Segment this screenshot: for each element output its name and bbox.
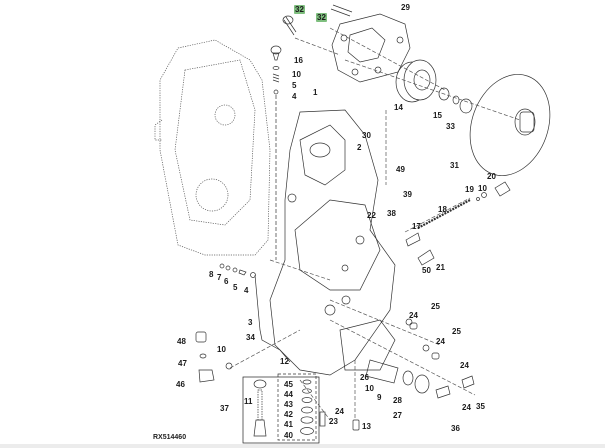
callout-25[interactable]: 25 xyxy=(452,327,461,336)
callout-50[interactable]: 50 xyxy=(422,266,431,275)
plug-stack-part xyxy=(270,45,282,260)
callout-24[interactable]: 24 xyxy=(462,403,471,412)
callout-10[interactable]: 10 xyxy=(292,70,301,79)
callout-34[interactable]: 34 xyxy=(246,333,255,342)
callout-35[interactable]: 35 xyxy=(476,402,485,411)
callout-15[interactable]: 15 xyxy=(433,111,442,120)
bolt-part xyxy=(283,16,297,36)
callout-20[interactable]: 20 xyxy=(487,172,496,181)
callout-43[interactable]: 43 xyxy=(284,400,293,409)
callout-33[interactable]: 33 xyxy=(446,122,455,131)
callout-25[interactable]: 25 xyxy=(431,302,440,311)
callout-4[interactable]: 4 xyxy=(292,92,297,101)
rear-housing-part xyxy=(154,39,271,256)
callout-8[interactable]: 8 xyxy=(209,270,214,279)
callout-7[interactable]: 7 xyxy=(217,273,222,282)
callout-49[interactable]: 49 xyxy=(396,165,405,174)
callout-14[interactable]: 14 xyxy=(394,103,403,112)
cap-part xyxy=(195,331,207,343)
callout-1[interactable]: 1 xyxy=(313,88,318,97)
washer-part xyxy=(438,87,450,101)
callout-28[interactable]: 28 xyxy=(393,396,402,405)
callout-13[interactable]: 13 xyxy=(362,422,371,431)
spring-part xyxy=(417,199,471,229)
callout-24[interactable]: 24 xyxy=(460,361,469,370)
callout-44[interactable]: 44 xyxy=(284,390,293,399)
callout-21[interactable]: 21 xyxy=(436,263,445,272)
callout-32[interactable]: 32 xyxy=(316,13,327,22)
callout-37[interactable]: 37 xyxy=(220,404,229,413)
callout-5[interactable]: 5 xyxy=(233,283,238,292)
callout-31[interactable]: 31 xyxy=(450,161,459,170)
hub-part xyxy=(395,59,437,103)
main-housing-part xyxy=(269,109,396,376)
callout-6[interactable]: 6 xyxy=(224,277,229,286)
callout-11[interactable]: 11 xyxy=(244,397,253,406)
callout-38[interactable]: 38 xyxy=(387,209,396,218)
callout-45[interactable]: 45 xyxy=(284,380,293,389)
bottom-scroll-strip xyxy=(0,444,605,448)
callout-10[interactable]: 10 xyxy=(217,345,226,354)
callout-27[interactable]: 27 xyxy=(393,411,402,420)
callout-29[interactable]: 29 xyxy=(401,3,410,12)
callout-23[interactable]: 23 xyxy=(329,417,338,426)
callout-5[interactable]: 5 xyxy=(292,81,297,90)
callout-2[interactable]: 2 xyxy=(357,143,362,152)
callout-9[interactable]: 9 xyxy=(377,393,382,402)
callout-22[interactable]: 22 xyxy=(367,211,376,220)
callout-32[interactable]: 32 xyxy=(294,5,305,14)
kit-box xyxy=(242,376,320,444)
callout-46[interactable]: 46 xyxy=(176,380,185,389)
callout-40[interactable]: 40 xyxy=(284,431,293,440)
flange-part xyxy=(469,74,551,176)
figure-id-label: RX514460 xyxy=(153,434,187,441)
callout-3[interactable]: 3 xyxy=(248,318,253,327)
callout-19[interactable]: 19 xyxy=(465,185,474,194)
callout-16[interactable]: 16 xyxy=(294,56,303,65)
callout-17[interactable]: 17 xyxy=(412,222,421,231)
callout-10[interactable]: 10 xyxy=(478,184,487,193)
callout-26[interactable]: 26 xyxy=(360,373,369,382)
plug-part xyxy=(494,181,511,197)
callout-48[interactable]: 48 xyxy=(177,337,186,346)
callout-36[interactable]: 36 xyxy=(451,424,460,433)
callout-10[interactable]: 10 xyxy=(365,384,374,393)
callout-39[interactable]: 39 xyxy=(403,190,412,199)
callout-18[interactable]: 18 xyxy=(438,205,447,214)
o-ring-part xyxy=(459,98,473,114)
callout-24[interactable]: 24 xyxy=(436,337,445,346)
callout-42[interactable]: 42 xyxy=(284,410,293,419)
callout-47[interactable]: 47 xyxy=(178,359,187,368)
callout-24[interactable]: 24 xyxy=(335,407,344,416)
callout-12[interactable]: 12 xyxy=(280,357,289,366)
callout-30[interactable]: 30 xyxy=(362,131,371,140)
callout-4[interactable]: 4 xyxy=(244,286,249,295)
callout-24[interactable]: 24 xyxy=(409,311,418,320)
callout-41[interactable]: 41 xyxy=(284,420,293,429)
